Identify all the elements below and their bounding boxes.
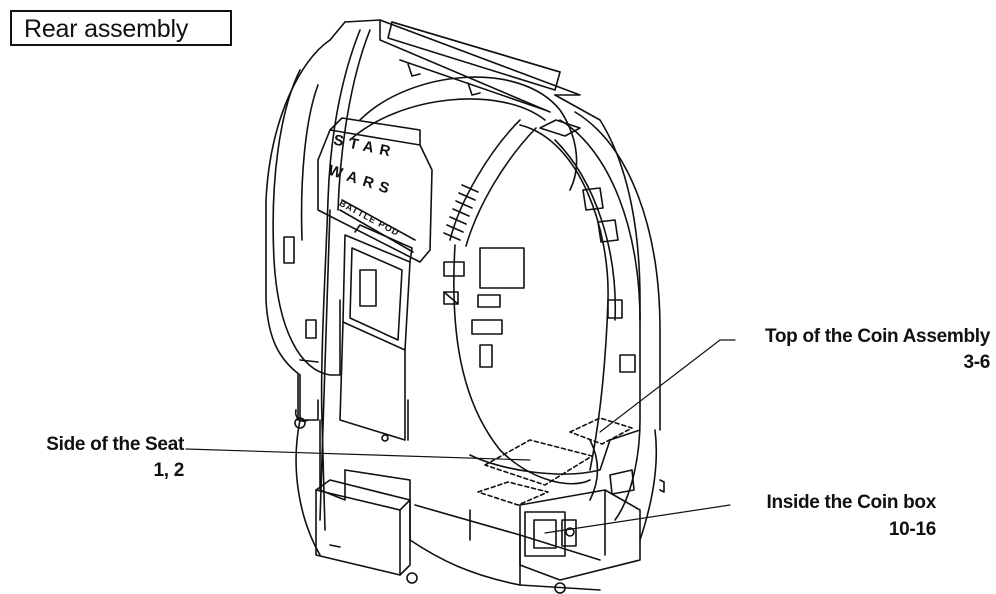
leader-coin-top: [599, 339, 736, 433]
logo-block: [317, 129, 433, 263]
coin-box-unit: [519, 489, 641, 581]
callout-coin-top-name: Top of the Coin Assembly: [764, 326, 990, 347]
coin-top-region: [569, 417, 633, 445]
section-title-box: Rear assembly: [10, 10, 232, 46]
pedestal: [319, 419, 346, 501]
right-arc-frame: [559, 119, 641, 321]
left-inner-oval: [272, 69, 341, 376]
leader-seat-side: [185, 448, 531, 461]
vent-slots: [443, 184, 479, 241]
center-dome: [359, 76, 578, 191]
seat-top-region: [477, 481, 549, 506]
coin-box-door: [524, 511, 566, 557]
cabinet-outer-shell: [265, 39, 331, 421]
callout-coin-top-pages: 3-6: [963, 352, 990, 373]
callout-seat-side-pages: 1, 2: [153, 460, 185, 481]
section-title: Rear assembly: [24, 15, 189, 43]
right-oval: [453, 244, 591, 485]
front-box: [315, 489, 401, 576]
callout-coin-box-pages: 10-16: [888, 519, 936, 540]
floor-base: [295, 419, 321, 556]
callout-seat-side-name: Side of the Seat: [46, 434, 184, 455]
seat-side-region: [484, 439, 593, 486]
leader-coin-box: [544, 504, 731, 534]
callout-coin-box-name: Inside the Coin box: [766, 492, 936, 513]
seat-bucket: [469, 429, 641, 475]
